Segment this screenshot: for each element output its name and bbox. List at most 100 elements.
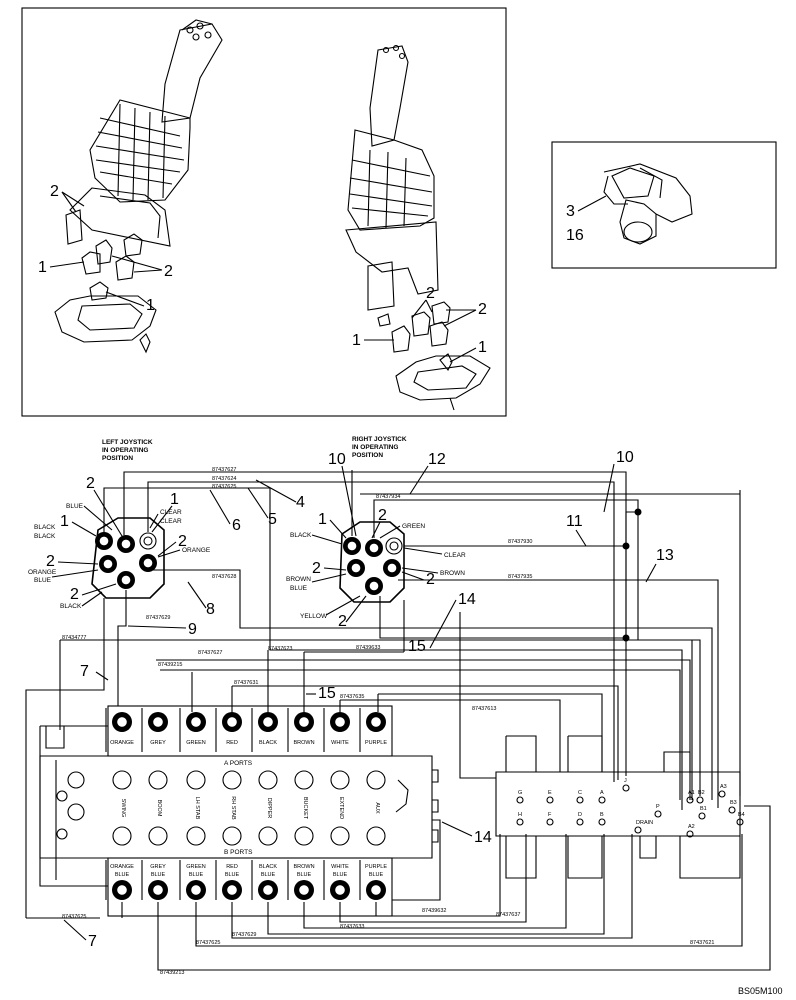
pn-87437934: 87437934 [376,494,400,500]
a-port-hole [366,770,386,790]
right-joystick-connector [339,521,405,603]
junction-dot [622,634,630,642]
b-port-color-label: BLUE [297,872,312,878]
right-joystick-heading-1: RIGHT JOYSTICK [352,436,407,443]
b-port-color-label: BLUE [151,872,166,878]
switch-port-label: D [578,812,582,818]
right-port-1 [343,537,361,555]
a-port-hole [330,770,350,790]
left-port-2 [117,535,135,553]
switch-port-label: F [548,812,552,818]
left-port-4 [99,555,117,573]
right-label-brown-blue-1: BROWN [286,576,311,583]
switch-port [576,818,584,826]
pn-87437631: 87437631 [234,680,258,686]
switch-port-label: H [518,812,522,818]
left-label-clear-2: CLEAR [160,518,182,525]
b-port-color-label: BROWN [293,864,314,870]
left-joystick-connector [91,517,165,599]
right-port-3 [385,537,403,555]
callout-1: 1 [60,513,69,530]
b-port-hole [258,826,278,846]
callout-1: 1 [38,259,47,276]
callout-12: 12 [428,451,446,468]
valve-function-label: EXTEND [338,797,344,819]
callout-16: 16 [566,227,584,244]
b-port-color-label: GREEN [186,864,206,870]
a-port-fitting [148,712,168,732]
switch-port-label: B3 [730,800,737,806]
switch-port-label: DRAIN [636,820,653,826]
callout-2: 2 [426,285,435,302]
switch-port [686,796,694,804]
junction-dot [634,508,642,516]
pn-87437613: 87437613 [472,706,496,712]
b-port-hole [330,826,350,846]
right-label-brown-blue-2: BLUE [290,585,308,592]
right-label-green: GREEN [402,523,425,530]
pn-87437623: 87437623 [268,646,292,652]
b-port-hole [112,826,132,846]
switch-port [718,790,726,798]
a-port-color-label: GREEN [186,740,206,746]
switch-port-label: C [578,790,582,796]
right-port-5 [383,559,401,577]
switch-port [516,796,524,804]
b-port-fitting [330,880,350,900]
right-joystick-heading-2: IN OPERATING [352,444,398,451]
callout-2: 2 [312,560,321,577]
left-joystick-illustration [54,19,223,354]
valve-function-label: BOOM [156,800,162,817]
callout-8: 8 [206,601,215,618]
callout-11: 11 [566,513,583,530]
a-port-fitting [294,712,314,732]
a-port-hole [294,770,314,790]
b-ports-title: B PORTS [224,849,253,856]
b-port-fitting [186,880,206,900]
switch-port-label: A [600,790,604,796]
callout-13: 13 [656,547,674,564]
a-port-color-label: ORANGE [110,740,134,746]
pn-87437625c: 87437625 [196,940,220,946]
callout-2: 2 [378,507,387,524]
right-joystick-illustration [345,44,491,411]
callout-7: 7 [80,663,89,680]
b-port-color-label: BLUE [225,872,240,878]
a-port-hole [148,770,168,790]
junction-dot [622,542,630,550]
switch-port [654,810,662,818]
switch-port [516,818,524,826]
callout-7: 7 [88,933,97,950]
a-port-color-label: WHITE [331,740,349,746]
b-port-color-label: BLUE [261,872,276,878]
b-port-color-label: WHITE [331,864,349,870]
switch-port [546,796,554,804]
a-port-hole [258,770,278,790]
pn-87437935: 87437935 [508,574,532,580]
b-port-color-label: RED [226,864,238,870]
switch-port-label: P [656,804,660,810]
a-port-fitting [366,712,386,732]
pn-87437625b: 87437625 [62,914,86,920]
valve-function-label: LH STAB [194,797,200,820]
switch-port [728,806,736,814]
pn-87439215: 87439215 [158,662,182,668]
valve-function-label: RH STAB [230,796,236,820]
pn-87437628: 87437628 [212,574,236,580]
switch-port [598,796,606,804]
pn-87437627b: 87437627 [198,650,222,656]
left-label-black-1: BLACK [34,524,56,531]
b-port-hole [222,826,242,846]
switching-valve-block [495,735,741,879]
switch-port [696,796,704,804]
switch-port-label: B1 [700,806,707,812]
a-port-fitting [330,712,350,732]
left-label-orange-blue-1: ORANGE [28,569,57,576]
callout-10: 10 [328,451,346,468]
joystick-illustration-frame [21,7,507,417]
switch-port [576,796,584,804]
b-port-color-label: BLUE [333,872,348,878]
b-port-fitting [294,880,314,900]
